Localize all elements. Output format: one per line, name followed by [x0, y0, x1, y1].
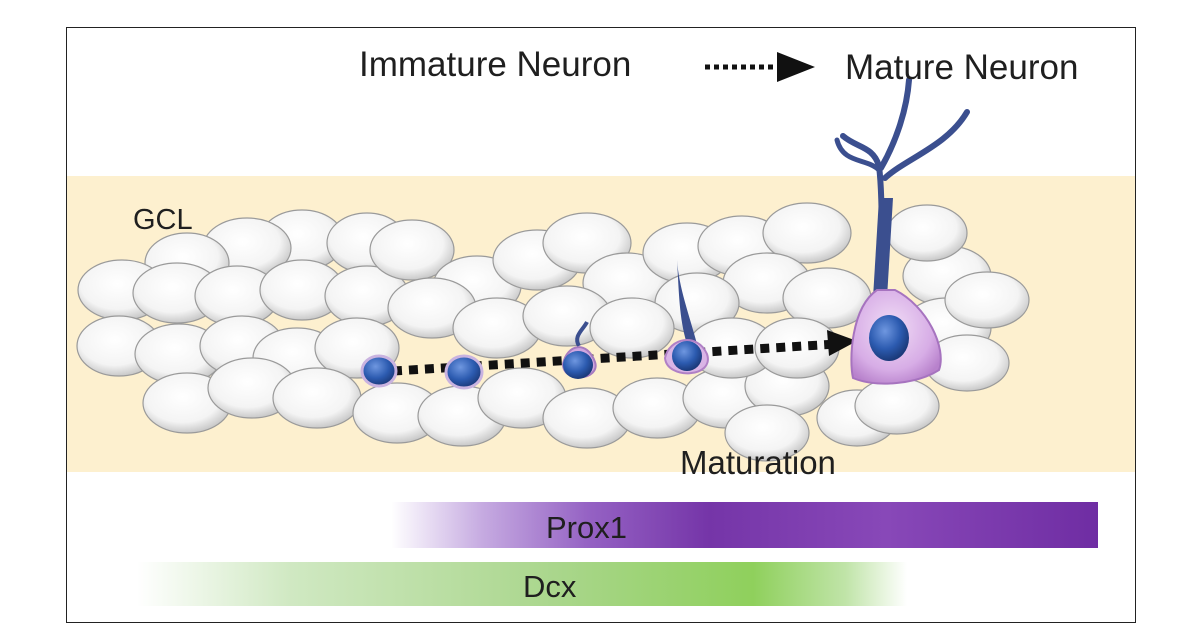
immature-neuron-icon	[561, 320, 597, 379]
granule-cell-icon	[369, 219, 455, 281]
maturation-arrow-icon	[376, 330, 857, 377]
granule-cell-icon	[854, 377, 940, 435]
diagram-frame: Immature Neuron Mature Neuron GCL Matura…	[66, 27, 1136, 623]
maturation-label: Maturation	[680, 444, 836, 481]
granule-cell-icon	[589, 297, 675, 359]
developing-neuron-icon	[663, 260, 709, 375]
dcx-label: Dcx	[523, 569, 577, 604]
mature-neuron-label: Mature Neuron	[845, 48, 1079, 87]
granule-cell-icon	[944, 271, 1030, 329]
dcx-expression-bar	[137, 562, 907, 606]
prox1-expression-bar	[391, 502, 1098, 548]
neuron-maturation-scene	[76, 77, 1030, 462]
mature-neuron-icon	[834, 77, 970, 385]
granule-cell-icon	[724, 404, 810, 462]
granule-cell-icon	[272, 367, 362, 429]
granule-cell-icon	[886, 204, 968, 262]
gcl-label: GCL	[133, 204, 193, 236]
precursor-cell-icon	[360, 354, 398, 388]
granule-cell-icon	[762, 202, 852, 264]
precursor-cell-icon	[444, 354, 484, 390]
prox1-label: Prox1	[546, 510, 627, 545]
immature-neuron-label: Immature Neuron	[359, 45, 632, 84]
